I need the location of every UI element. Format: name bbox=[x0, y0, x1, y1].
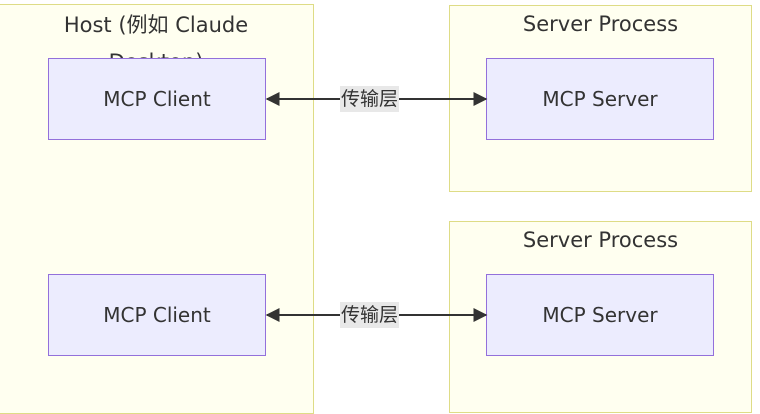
server-process-group-title-2: Server Process bbox=[522, 228, 679, 252]
mcp-client-node-1: MCP Client bbox=[48, 58, 266, 140]
mcp-server-node-1: MCP Server bbox=[486, 58, 714, 140]
server-process-group-title-1: Server Process bbox=[522, 12, 679, 36]
edge-label-2: 传输层 bbox=[340, 302, 400, 328]
mcp-server-node-2: MCP Server bbox=[486, 274, 714, 356]
mcp-client-label-2: MCP Client bbox=[103, 303, 211, 327]
mcp-server-label-2: MCP Server bbox=[542, 303, 658, 327]
mcp-client-node-2: MCP Client bbox=[48, 274, 266, 356]
mcp-server-label-1: MCP Server bbox=[542, 87, 658, 111]
edge-label-1: 传输层 bbox=[340, 86, 400, 112]
mcp-client-label-1: MCP Client bbox=[103, 87, 211, 111]
